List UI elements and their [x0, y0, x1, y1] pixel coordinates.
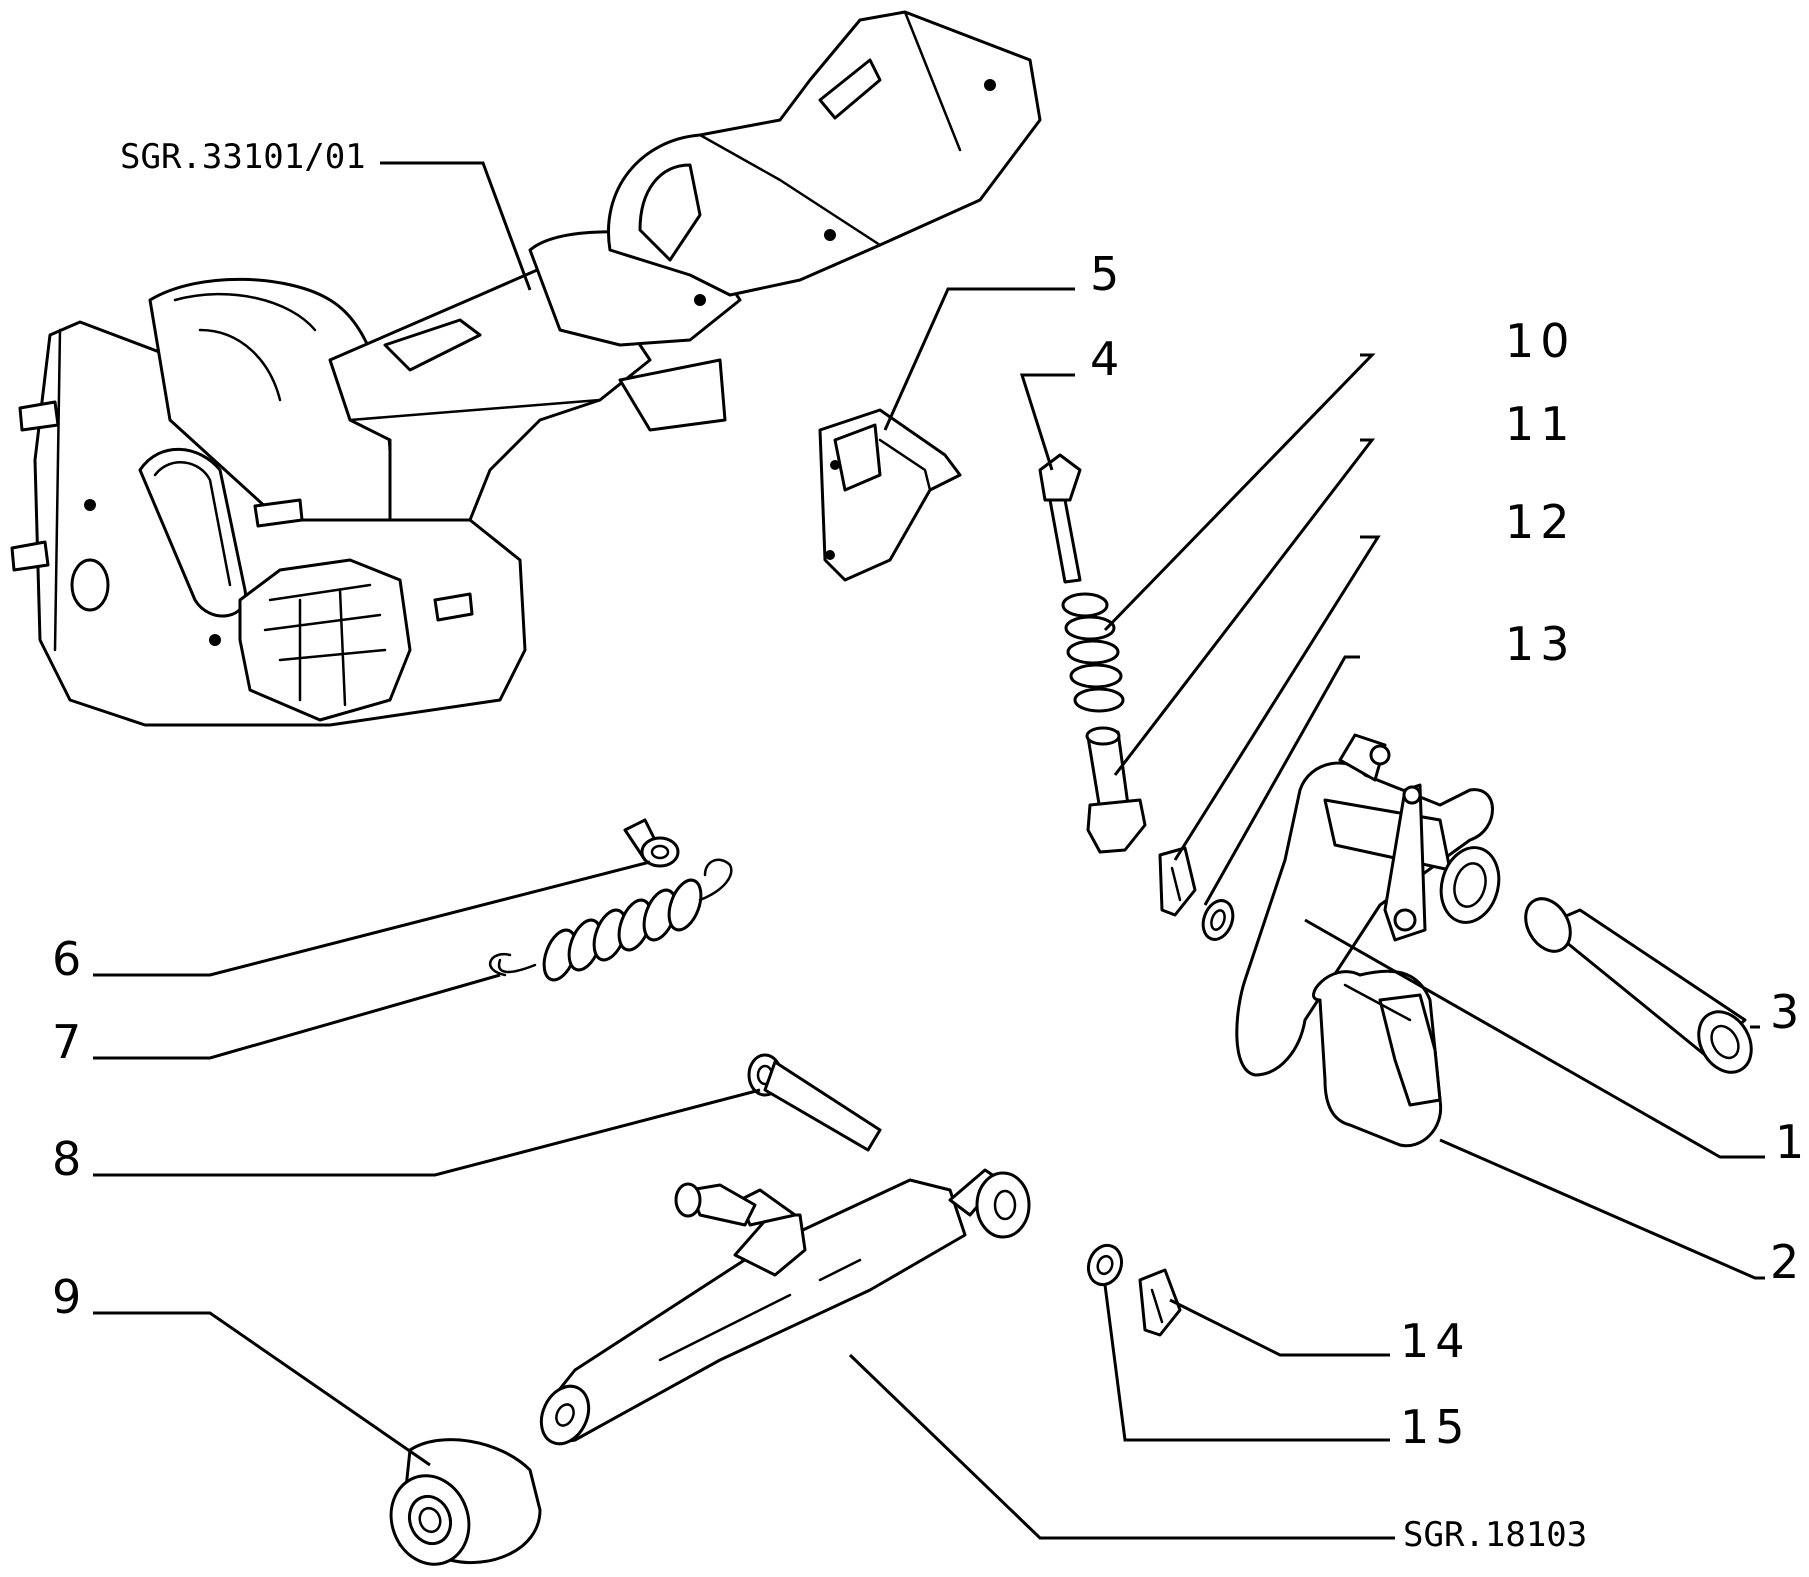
callout-10: 10	[1505, 314, 1576, 368]
callout-8: 8	[52, 1132, 87, 1186]
part-7-spring	[488, 858, 733, 982]
callout-12: 12	[1505, 495, 1576, 549]
leader-5	[883, 287, 1075, 431]
part-13-washer	[1201, 899, 1235, 941]
reference-top: SGR.33101/01	[120, 137, 366, 177]
leader-9	[93, 1311, 431, 1467]
part-4-screw	[1038, 453, 1082, 584]
leader-2	[1439, 1138, 1765, 1280]
leader-7	[93, 973, 501, 1060]
callout-13: 13	[1505, 617, 1576, 671]
leader-12	[1173, 535, 1381, 861]
leader-14	[1169, 1298, 1390, 1357]
leader-1	[1304, 918, 1765, 1159]
reference-bottom: SGR.18103	[1403, 1515, 1587, 1555]
part-9-boot	[389, 1438, 542, 1566]
leader-ref-top	[380, 161, 532, 291]
part-8-pin	[747, 1053, 882, 1152]
callout-9: 9	[52, 1270, 87, 1324]
leader-15	[1103, 1284, 1390, 1442]
callout-2: 2	[1770, 1235, 1805, 1289]
master-cylinder	[539, 1168, 1031, 1446]
leader-6	[93, 860, 651, 977]
callout-14: 14	[1400, 1314, 1471, 1368]
callout-5: 5	[1090, 247, 1125, 301]
leader-13	[1203, 655, 1360, 906]
part-3-tube	[1524, 897, 1753, 1074]
callout-7: 7	[52, 1015, 87, 1069]
leader-11	[1113, 438, 1376, 776]
callout-11: 11	[1505, 397, 1576, 451]
pedal-support-bracket-assembly	[10, 10, 1042, 727]
part-14-clip	[1138, 1268, 1182, 1337]
leader-4	[1019, 373, 1075, 471]
part-5-bracket	[818, 408, 962, 582]
leader-lines	[93, 161, 1765, 1540]
leader-10	[1103, 353, 1376, 632]
part-2-pedal-pad	[1312, 969, 1443, 1148]
callout-6: 6	[52, 932, 87, 986]
callout-1: 1	[1775, 1115, 1809, 1169]
labels: SGR.33101/01 SGR.18103 5 4 10 11 12 13 3…	[52, 137, 1809, 1555]
callout-4: 4	[1090, 332, 1125, 386]
callout-15: 15	[1400, 1400, 1471, 1454]
part-1-pedal-lever	[1235, 733, 1501, 1077]
leader-ref-bottom	[848, 1353, 1395, 1540]
part-6-bushing	[623, 818, 680, 868]
leader-8	[93, 1088, 761, 1177]
part-10-spring	[1061, 592, 1125, 713]
callout-3: 3	[1770, 985, 1805, 1039]
part-11-sleeve	[1085, 726, 1147, 854]
part-15-washer	[1086, 1243, 1124, 1287]
